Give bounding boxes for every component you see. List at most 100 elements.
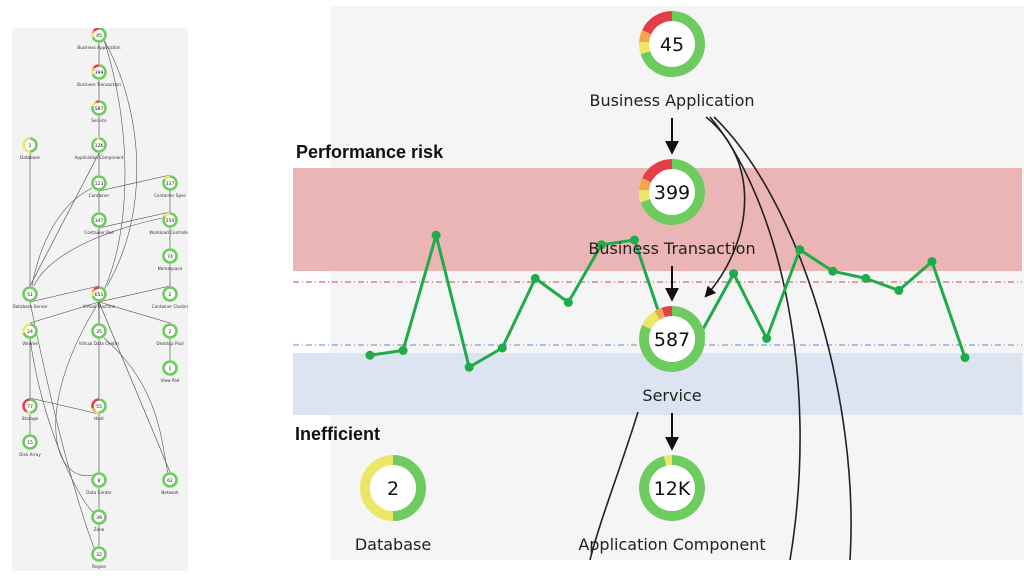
trend-point-1 bbox=[398, 345, 408, 355]
detail-node-label: Business Transaction bbox=[588, 239, 755, 258]
overview-node-value: 2 bbox=[29, 143, 32, 149]
trend-point-4 bbox=[497, 343, 507, 353]
trend-point-12 bbox=[762, 333, 772, 343]
overview-node-label: Business Application bbox=[77, 45, 121, 50]
overview-node-value: 651 bbox=[95, 292, 104, 298]
trend-point-18 bbox=[960, 353, 970, 363]
overview-node-label: Application Component bbox=[74, 155, 123, 160]
overview-node-value: 74 bbox=[167, 254, 173, 260]
overview-node-value: 77 bbox=[27, 404, 33, 410]
overview-node-value: 51 bbox=[27, 292, 33, 298]
trend-point-14 bbox=[828, 266, 838, 276]
trend-point-11 bbox=[729, 269, 739, 279]
overview-node-value: 35 bbox=[96, 329, 102, 335]
overview-node-label: Volume bbox=[22, 341, 38, 346]
overview-node-label: Virtual Data Center bbox=[79, 341, 120, 346]
overview-node-value: 399 bbox=[95, 70, 104, 76]
overview-node-value: 8 bbox=[98, 478, 101, 484]
overview-node-value: 12K bbox=[95, 143, 105, 149]
trend-point-8 bbox=[629, 235, 639, 245]
detail-node-application-component[interactable]: 12K Application Component bbox=[578, 455, 766, 554]
trend-point-6 bbox=[563, 297, 573, 307]
detail-node-value: 2 bbox=[387, 478, 399, 500]
overview-node-label: Region bbox=[92, 564, 107, 569]
trend-point-16 bbox=[894, 285, 904, 295]
overview-node-value: 32 bbox=[96, 552, 102, 558]
overview-node-label: Container bbox=[89, 193, 110, 198]
overview-node-label: Zone bbox=[94, 527, 105, 532]
overview-node-label: Business Transaction bbox=[77, 82, 121, 87]
trend-point-13 bbox=[795, 245, 805, 255]
overview-node-label: Data Center bbox=[86, 490, 112, 495]
overview-node-value: 2 bbox=[169, 329, 172, 335]
detail-node-label: Application Component bbox=[578, 535, 765, 554]
overview-node-label: Container Pod bbox=[84, 230, 114, 235]
overview-node-label: Database bbox=[20, 155, 40, 160]
overview-node-label: Storage bbox=[22, 416, 39, 421]
trend-point-5 bbox=[530, 273, 540, 283]
detail-node-label: Database bbox=[355, 535, 431, 554]
detail-node-label: Business Application bbox=[589, 91, 754, 110]
overview-node-label: Container Cluster bbox=[152, 304, 188, 309]
overview-node-value: 2 bbox=[169, 292, 172, 298]
overview-node-label: Virtual Machine bbox=[83, 304, 116, 309]
overview-node-value: 587 bbox=[95, 106, 104, 112]
overview-node-value: 15 bbox=[27, 440, 33, 446]
detail-node-value: 399 bbox=[654, 182, 690, 204]
overview-node-value: 1 bbox=[169, 366, 172, 372]
overview-node-value: 55 bbox=[96, 404, 102, 410]
overview-node-label: View Pod bbox=[161, 378, 180, 383]
overview-node-label: Container Spec bbox=[154, 193, 187, 198]
trend-point-15 bbox=[861, 273, 871, 283]
overview-node-value: 62 bbox=[167, 478, 173, 484]
trend-point-3 bbox=[464, 362, 474, 372]
overview-node-label: Namespace bbox=[158, 266, 183, 271]
detail-node-label: Service bbox=[642, 386, 701, 405]
overview-node-label: Desktop Pool bbox=[156, 341, 183, 346]
overview-node-value: 39 bbox=[96, 515, 102, 521]
detail-node-value: 12K bbox=[654, 478, 691, 500]
performance-risk-label: Performance risk bbox=[296, 142, 444, 162]
detail-node-value: 587 bbox=[654, 329, 690, 351]
inefficient-label: Inefficient bbox=[295, 424, 381, 444]
overview-node-value: 347 bbox=[95, 218, 104, 224]
overview-node-application-component[interactable]: 12K Application Component bbox=[74, 137, 124, 160]
overview-node-value: 45 bbox=[96, 33, 102, 39]
trend-point-2 bbox=[431, 230, 441, 240]
trend-point-17 bbox=[927, 257, 937, 267]
trend-point-0 bbox=[365, 350, 375, 360]
overview-node-value: 24 bbox=[27, 329, 33, 335]
overview-node-value: 250 bbox=[166, 218, 175, 224]
trend-point-7 bbox=[596, 240, 606, 250]
overview-node-label: Service bbox=[91, 118, 107, 123]
